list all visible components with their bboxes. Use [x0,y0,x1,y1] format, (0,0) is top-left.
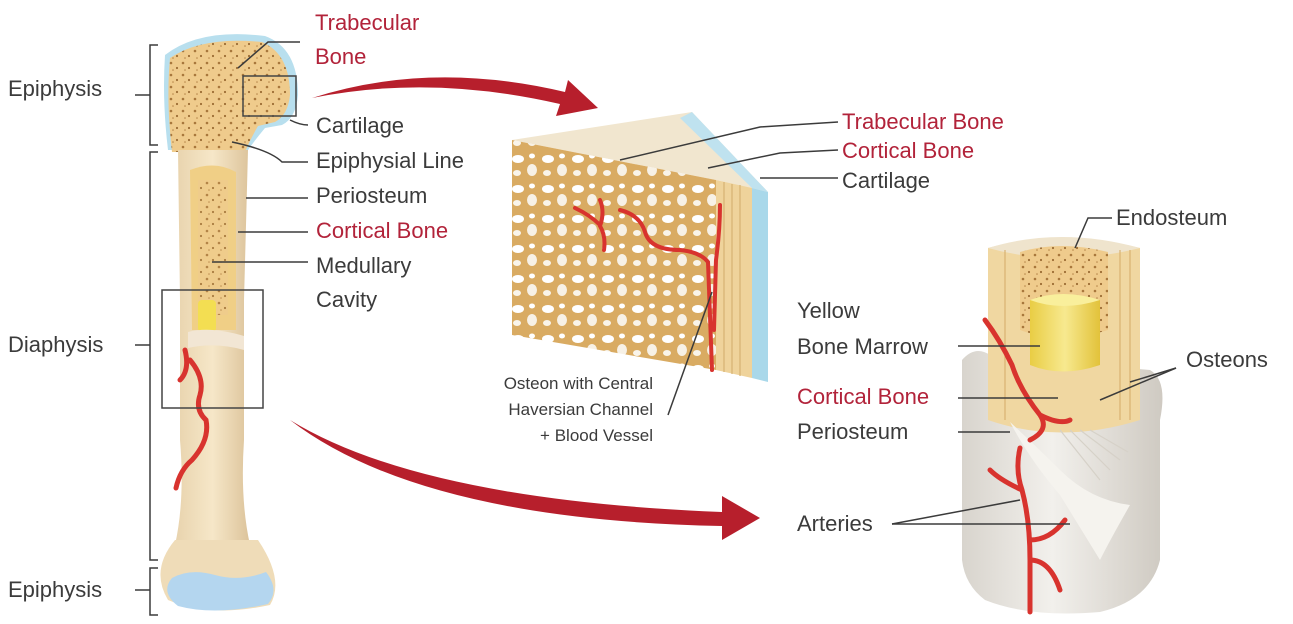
label-detail-cartilage: Cartilage [842,168,930,194]
yellow-marrow [1030,295,1100,372]
label-osteons: Osteons [1186,347,1268,373]
leader-cartilage [290,120,308,125]
label-osteon-3: + Blood Vessel [540,424,653,448]
label-medullary-1: Medullary [316,253,411,279]
label-detail-trabecular: Trabecular Bone [842,109,1004,135]
bracket-epiphysis-bottom [135,568,158,615]
region-brackets [135,45,158,615]
bracket-diaphysis [135,152,158,560]
label-yellow-2: Bone Marrow [797,334,928,360]
long-bone [160,34,298,610]
label-cortical-bone: Cortical Bone [316,218,448,244]
label-shaft-cortical: Cortical Bone [797,384,929,410]
label-periosteum: Periosteum [316,183,427,209]
label-cartilage: Cartilage [316,113,404,139]
label-shaft-periosteum: Periosteum [797,419,908,445]
block-front-spongy [512,140,716,370]
label-diaphysis: Diaphysis [8,332,103,358]
label-epiphysial-line: Epiphysial Line [316,148,464,174]
block-cartilage-face [752,188,768,382]
upper-arrow [312,77,598,116]
shaft-section [962,237,1162,614]
distal-cartilage [167,572,273,611]
proximal-epiphysis [168,41,290,152]
label-trabecular-2: Bone [315,44,366,70]
label-epiphysis-top: Epiphysis [8,76,102,102]
label-endosteum: Endosteum [1116,205,1227,231]
label-osteon-2: Haversian Channel [508,398,653,422]
label-yellow-1: Yellow [797,298,860,324]
yellow-marrow-small [198,300,216,332]
trabecular-detail-block [512,112,768,382]
medullary-cavity-inner [198,180,228,315]
label-epiphysis-bottom: Epiphysis [8,577,102,603]
label-trabecular-1: Trabecular [315,10,419,36]
label-detail-cortical: Cortical Bone [842,138,974,164]
bracket-epiphysis-top [135,45,158,145]
label-arteries: Arteries [797,511,873,537]
label-medullary-2: Cavity [316,287,377,313]
label-osteon-1: Osteon with Central [504,372,653,396]
lower-arrow [290,420,760,540]
